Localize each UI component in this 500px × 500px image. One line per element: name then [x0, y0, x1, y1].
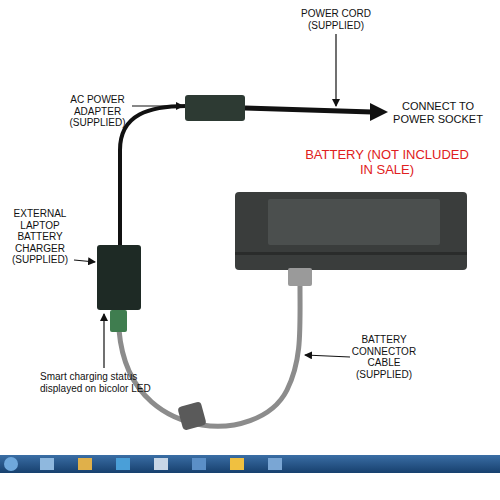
taskbar-icon — [268, 458, 282, 470]
dc-cable — [120, 106, 186, 246]
taskbar-icon — [154, 458, 168, 470]
warning-label: BATTERY (NOT INCLUDED IN SALE) — [302, 148, 472, 178]
battery-seam — [235, 252, 467, 255]
charger-box — [97, 245, 141, 310]
callout-label: AC POWER ADAPTER (SUPPLIED) — [60, 94, 135, 129]
taskbar-icon — [230, 458, 244, 470]
taskbar-icon — [78, 458, 92, 470]
callout-label: POWER CORD (SUPPLIED) — [293, 8, 379, 31]
green-plug — [110, 310, 127, 332]
battery — [235, 192, 467, 270]
battery-plug — [288, 268, 312, 286]
callout-label: EXTERNAL LAPTOP BATTERY CHARGER (SUPPLIE… — [8, 208, 72, 266]
leader-arrow — [335, 34, 336, 106]
connector-cable — [119, 285, 300, 426]
leader-arrow — [305, 355, 350, 357]
callout-label: BATTERY CONNECTOR CABLE (SUPPLIED) — [348, 334, 420, 380]
callout-label: CONNECT TO POWER SOCKET — [388, 100, 488, 125]
note-label: Smart charging status displayed on bicol… — [40, 371, 175, 394]
leader-arrow — [103, 314, 104, 368]
socket-arrow — [370, 103, 388, 121]
ferrite-bead — [177, 401, 206, 430]
taskbar-icon — [192, 458, 206, 470]
taskbar-icon — [4, 457, 18, 471]
battery-sticker — [268, 199, 440, 245]
leader-arrow — [74, 260, 95, 262]
leader-arrow — [132, 105, 183, 106]
power-cord — [245, 108, 372, 112]
taskbar — [0, 455, 500, 473]
taskbar-icon — [40, 458, 54, 470]
taskbar-icon — [116, 458, 130, 470]
ac-adapter — [185, 95, 245, 121]
